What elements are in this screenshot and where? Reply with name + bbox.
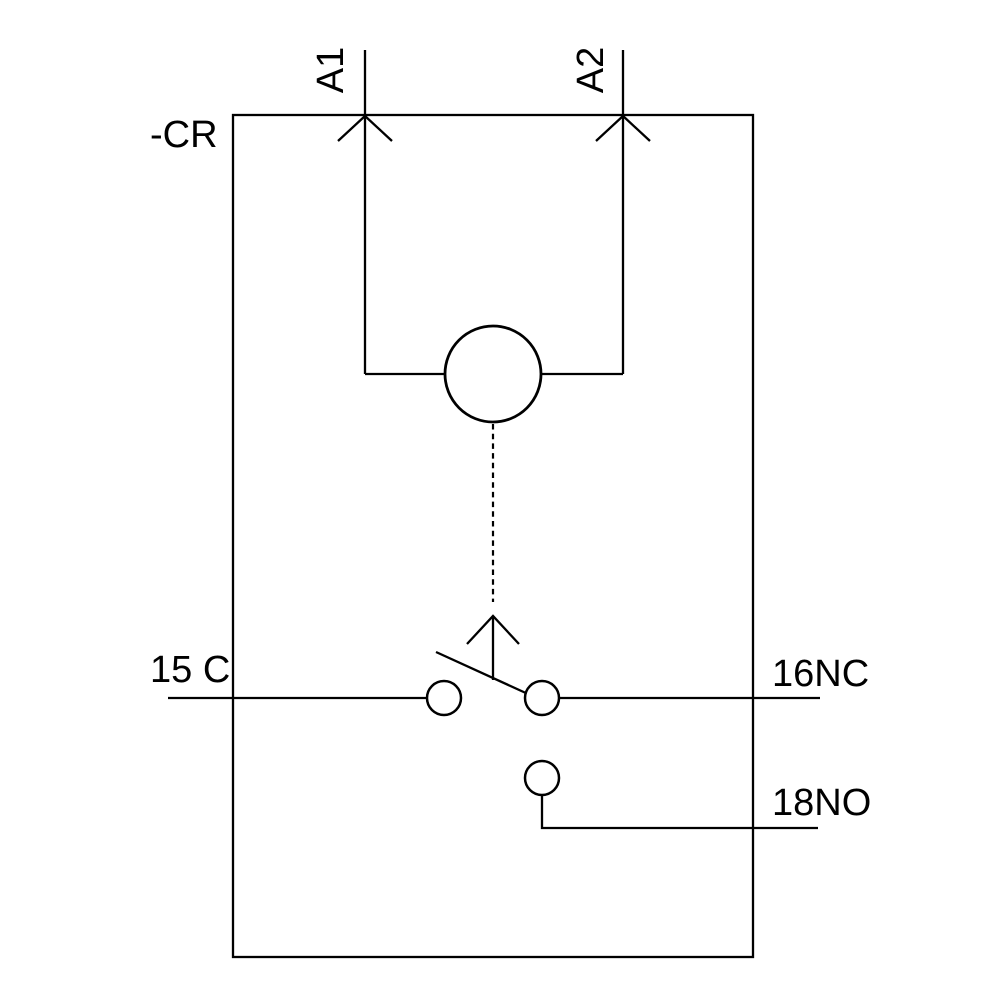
coil-terminal-a2-label: A2 bbox=[570, 47, 612, 93]
no-terminal-label: 18NO bbox=[772, 782, 871, 824]
relay-reference-label: -CR bbox=[150, 114, 218, 156]
diagram-labels: -CR A1 A2 15 C 16NC 18NO bbox=[150, 47, 871, 824]
no-terminal-wire bbox=[540, 795, 818, 830]
relay-coil-symbol bbox=[443, 324, 543, 424]
no-contact-point bbox=[523, 759, 561, 797]
common-contact-point bbox=[425, 679, 463, 717]
nc-terminal-label: 16NC bbox=[772, 653, 869, 695]
contact-circuit bbox=[168, 650, 820, 830]
terminal-a1-connection-arrow-icon bbox=[337, 114, 393, 142]
common-terminal-label: 15 C bbox=[150, 649, 230, 691]
contact-actuator-arrow-icon bbox=[466, 614, 520, 680]
contact-blade bbox=[435, 650, 529, 696]
relay-enclosure-outline bbox=[231, 113, 755, 959]
nc-contact-point bbox=[523, 679, 561, 717]
terminal-a2-connection-arrow-icon bbox=[595, 114, 651, 142]
coil-terminal-a1-label: A1 bbox=[310, 47, 352, 93]
actuator-arrowhead bbox=[466, 614, 520, 645]
coil-circuit bbox=[337, 50, 651, 424]
